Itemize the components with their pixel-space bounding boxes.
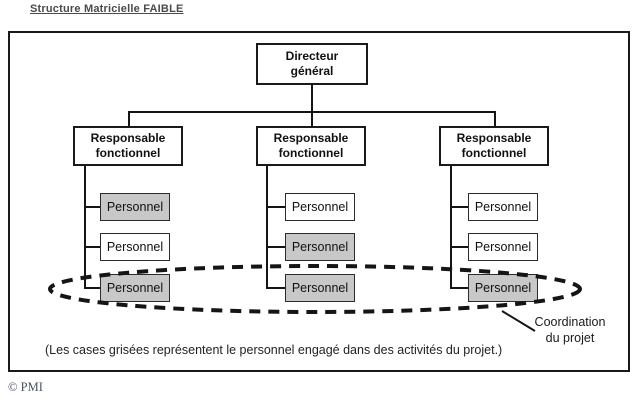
connector-line [84, 166, 86, 289]
connector-line [84, 246, 101, 248]
connector-line [450, 206, 469, 208]
manager-box: Responsable fonctionnel [73, 126, 183, 166]
connector-line [84, 206, 101, 208]
personnel-box: Personnel [468, 233, 538, 261]
page-title: Structure Matricielle FAIBLE [30, 3, 184, 15]
connector-line [450, 287, 469, 289]
diagram-caption: (Les cases grisées représentent le perso… [45, 343, 503, 357]
personnel-box: Personnel [285, 193, 355, 221]
connector-line [266, 287, 286, 289]
manager-box: Responsable fonctionnel [256, 126, 366, 166]
connector-line [311, 85, 313, 111]
manager-box: Responsable fonctionnel [439, 126, 549, 166]
personnel-box: Personnel [285, 233, 355, 261]
copyright-note: © PMI [8, 380, 43, 394]
personnel-box: Personnel [468, 193, 538, 221]
connector-line [266, 166, 268, 289]
coordination-label: Coordination du projet [534, 315, 606, 345]
connector-line [450, 246, 469, 248]
personnel-box: Personnel [468, 274, 538, 302]
connector-line [266, 206, 286, 208]
personnel-box: Personnel [100, 274, 170, 302]
connector-line [450, 166, 452, 289]
connector-line [128, 111, 496, 113]
connector-line [128, 113, 130, 126]
connector-line [84, 287, 101, 289]
personnel-box: Personnel [100, 233, 170, 261]
personnel-box: Personnel [100, 193, 170, 221]
connector-line [266, 246, 286, 248]
connector-line [311, 113, 313, 126]
director-box: Directeur général [256, 43, 368, 85]
connector-line [494, 113, 496, 126]
personnel-box: Personnel [285, 274, 355, 302]
